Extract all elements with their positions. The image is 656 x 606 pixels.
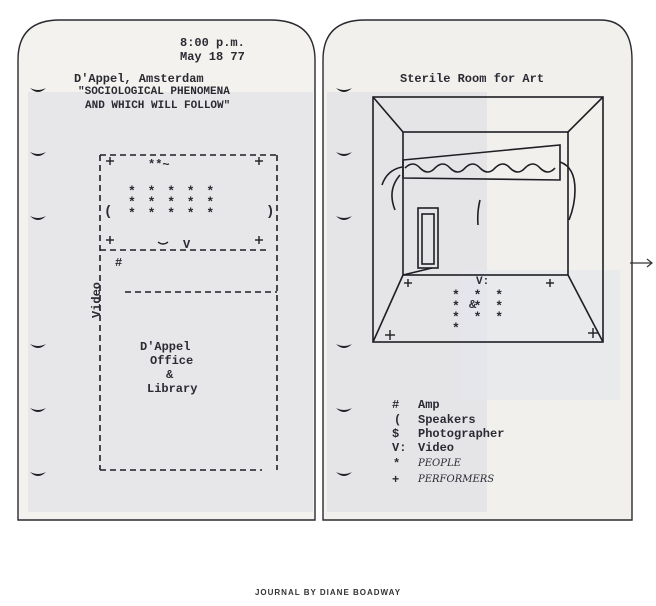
office-label-line1: D'Appel xyxy=(140,340,191,354)
amp-mark-left: # xyxy=(115,256,123,270)
binder-holes-right xyxy=(336,88,352,476)
binder-holes-left xyxy=(30,88,46,476)
crowd-marks: * * * * * * * * * * * * * * * xyxy=(128,184,217,221)
legend-symbol-people: * xyxy=(393,457,401,471)
legend-label-speakers: Speakers xyxy=(418,413,476,427)
legend-symbol-performers: + xyxy=(392,473,400,487)
people-marks-right: * * * * * * * * * * xyxy=(452,288,507,336)
legend-label-amp: Amp xyxy=(418,398,440,412)
video-mark-left: V xyxy=(183,238,191,252)
office-label-line4: Library xyxy=(147,382,198,396)
event-title-line2: AND WHICH WILL FOLLOW" xyxy=(85,100,231,112)
legend-label-performers: PERFORMERS xyxy=(418,474,495,485)
office-label-line2: Office xyxy=(150,354,194,368)
legend-symbol-speakers: ( xyxy=(394,413,402,427)
page-caption: JOURNAL BY DIANE BOADWAY xyxy=(254,588,402,597)
left-plan-corner-marks xyxy=(106,157,263,245)
arrow-right-icon xyxy=(630,258,653,268)
legend-label-photographer: Photographer xyxy=(418,427,505,441)
legend-symbol-video: V: xyxy=(392,441,407,455)
left-floor-plan xyxy=(99,154,278,471)
venue-heading: D'Appel, Amsterdam xyxy=(74,72,204,86)
legend-label-people: PEOPLE xyxy=(418,458,461,469)
video-label-vertical: Video xyxy=(90,281,104,318)
speaker-mark-left: ( xyxy=(104,204,113,220)
sterile-room-corner-marks xyxy=(385,279,598,340)
date-stamp: May 18 77 xyxy=(180,50,245,64)
photographer-mark: **~ xyxy=(148,158,170,172)
office-label-line3: & xyxy=(166,368,174,382)
video-mark-right: V: xyxy=(476,276,490,288)
photographer-mark-right: & xyxy=(469,298,477,312)
legend-symbol-amp: # xyxy=(392,398,400,412)
legend-label-video: Video xyxy=(418,441,455,455)
legend-symbol-photographer: $ xyxy=(392,427,400,441)
sterile-room-title: Sterile Room for Art xyxy=(400,72,545,86)
faded-photo-left xyxy=(28,92,313,512)
sterile-room-drawing xyxy=(372,96,604,343)
speaker-mark-right: ) xyxy=(266,204,275,220)
time-stamp: 8:00 p.m. xyxy=(180,36,245,50)
event-title-line1: "SOCIOLOGICAL PHENOMENA xyxy=(78,86,230,98)
